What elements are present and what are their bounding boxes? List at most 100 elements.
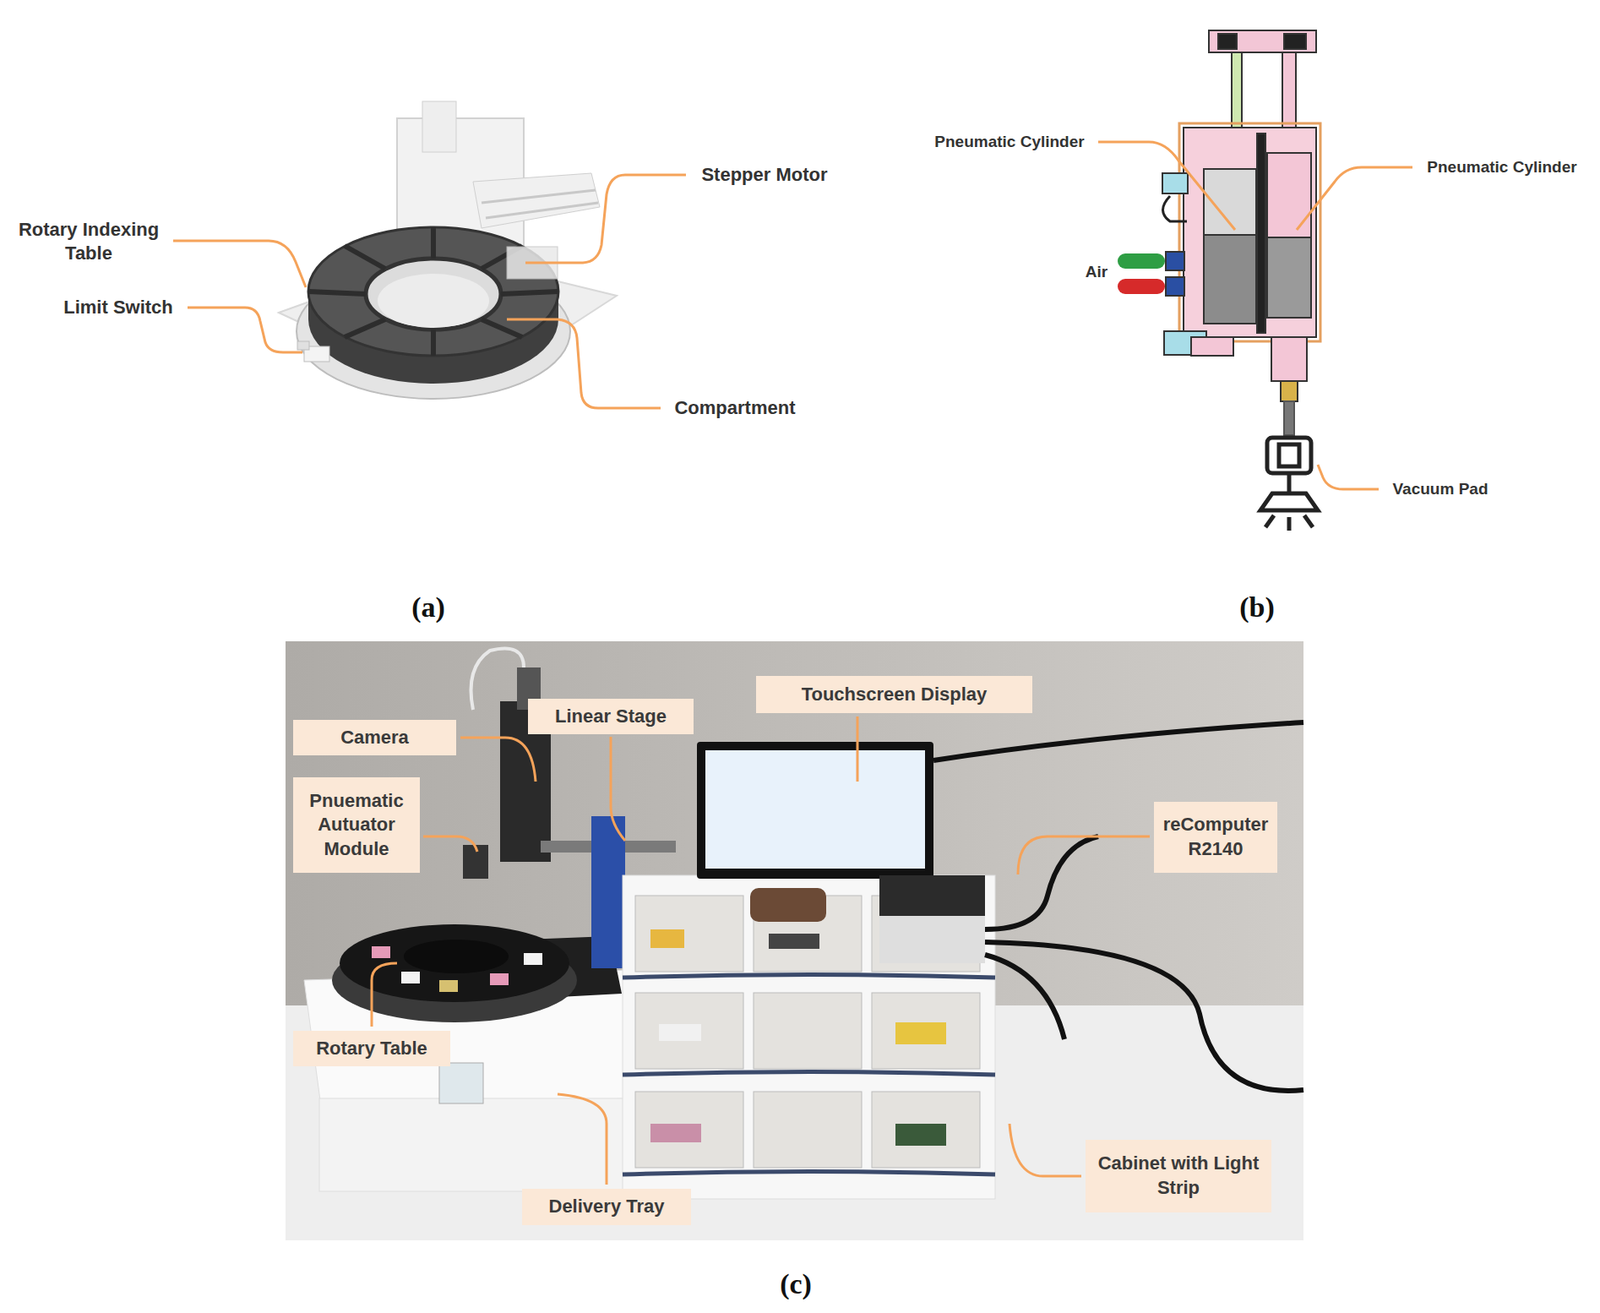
leader-line [856, 716, 860, 782]
rotary-table-render [485, 202, 599, 218]
pneumatic-section [1267, 152, 1312, 238]
photo [635, 895, 744, 972]
label-box: Touchscreen Display [756, 675, 1033, 713]
photo [622, 1171, 996, 1176]
label-box: Linear Stage [527, 698, 694, 735]
vacuum-pad-icon [1260, 493, 1318, 511]
leader-line [173, 174, 686, 409]
part-label: Compartment [663, 396, 807, 420]
photo [879, 915, 986, 964]
panel-letter: (a) [394, 589, 463, 626]
photo [871, 1091, 980, 1168]
photo [658, 1023, 702, 1041]
leader-line [557, 1093, 607, 1185]
pneumatic-section [1162, 173, 1188, 194]
vacuum-pad-icon [1265, 515, 1274, 528]
vacuum-pad-icon [1278, 444, 1300, 467]
leader-line [525, 174, 686, 263]
rotary-table-render [278, 101, 617, 399]
leader-line [1296, 167, 1413, 230]
photo [489, 973, 509, 986]
rotary-table-render [308, 227, 559, 356]
vacuum-pad-icon [1267, 437, 1312, 474]
photo [895, 1123, 947, 1146]
part-label: Pneumatic Cylinder [1417, 157, 1587, 178]
pneumatic-section [1162, 30, 1321, 436]
label-box: Rotary Table [293, 1030, 451, 1067]
panel-letter: (b) [1223, 589, 1291, 626]
air-pills [1117, 253, 1165, 294]
leader-line [371, 963, 398, 1027]
air-pills [1117, 253, 1165, 269]
photo [650, 929, 685, 948]
photo [696, 741, 934, 879]
rotary-table-render [430, 329, 436, 356]
photo [403, 939, 509, 974]
pneumatic-section [1257, 133, 1266, 333]
rotary-table-render [344, 319, 386, 338]
leader-line [1098, 141, 1413, 490]
pneumatic-section [1191, 337, 1234, 356]
label-text: Camera [340, 725, 409, 751]
photo [622, 974, 996, 979]
photo [471, 648, 525, 711]
photo [285, 641, 1304, 1241]
rotary-table-render [481, 190, 596, 203]
label-box: Cabinet with Light Strip [1085, 1139, 1272, 1213]
photo [650, 1123, 702, 1143]
photo [371, 946, 543, 992]
part-label: Pneumatic Cylinder [925, 131, 1094, 153]
photo [622, 875, 996, 1199]
photo [933, 722, 1304, 1091]
photo [705, 750, 926, 869]
photo [285, 641, 1304, 1241]
leader-line [371, 716, 1150, 1185]
pneumatic-section [1284, 401, 1295, 436]
part-label: Rotary Indexing Table [8, 217, 169, 265]
photo [591, 816, 626, 969]
photo [985, 836, 1099, 930]
leader-line [187, 307, 303, 353]
label-text: Pnuematic Autuator Module [299, 789, 414, 862]
rotary-table-render [344, 245, 386, 269]
panel-letter: (c) [761, 1266, 830, 1303]
rotary-table-render [308, 291, 366, 294]
rotary-table-render [481, 319, 523, 338]
photo [622, 974, 996, 1176]
photo [319, 1098, 624, 1192]
label-box: Pnuematic Autuator Module [293, 777, 420, 873]
photo [753, 992, 862, 1069]
pneumatic-section [1179, 123, 1321, 342]
rotary-table-render [422, 101, 457, 153]
pneumatic-section [1280, 380, 1298, 402]
leader-line [423, 836, 478, 852]
photo [750, 887, 827, 922]
air-pills [1117, 278, 1165, 294]
rotary-table-render [500, 291, 559, 294]
photo [371, 946, 391, 958]
pneumatic-section [1163, 195, 1188, 222]
photo [753, 1091, 862, 1168]
rotary-table-render [473, 173, 600, 229]
leader-line [173, 240, 306, 288]
rotary-table-render [365, 258, 501, 330]
leader-line [1017, 836, 1150, 875]
pneumatic-section [1165, 277, 1185, 296]
label-text: Rotary Table [315, 1036, 428, 1062]
label-box: reComputer R2140 [1153, 801, 1278, 873]
photo [768, 933, 820, 949]
label-text: Delivery Tray [549, 1194, 665, 1220]
rotary-table-render [308, 227, 559, 356]
leader-line [1009, 1123, 1082, 1176]
photo [879, 875, 986, 916]
part-label: Stepper Motor [680, 163, 849, 187]
photo [635, 1091, 744, 1168]
vacuum-pad-icon [1287, 473, 1292, 492]
photo [523, 952, 543, 965]
leader-line [610, 736, 626, 841]
leader-line [1098, 141, 1236, 230]
pneumatic-section [1271, 337, 1307, 381]
photo [439, 979, 458, 992]
